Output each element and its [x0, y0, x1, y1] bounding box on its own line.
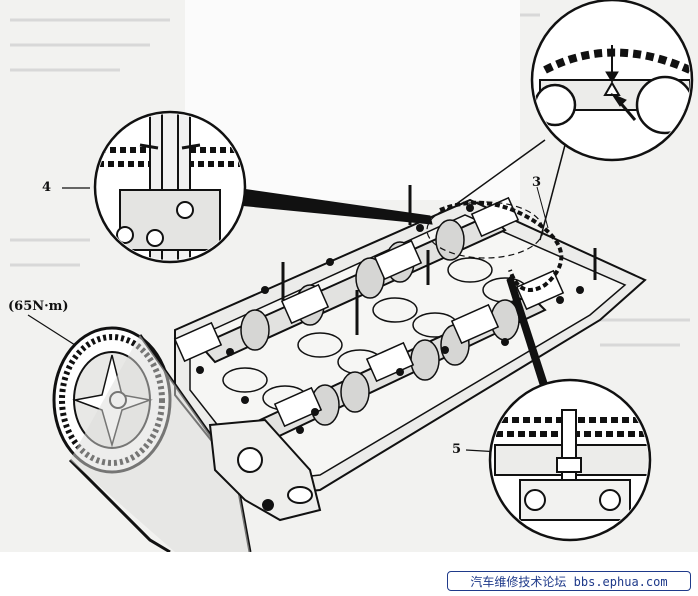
- front-housing: [208, 418, 322, 522]
- timing-chain: [439, 200, 564, 292]
- faded-text-lines: [10, 13, 690, 347]
- studs: [281, 185, 597, 335]
- torque-label: (65N·m): [8, 299, 69, 314]
- bolt-heads: [196, 204, 584, 434]
- detail-inset-5: [488, 378, 652, 542]
- callout-4: 4: [42, 180, 52, 195]
- forum-watermark: 汽车维修技术论坛 bbs.ephua.com: [447, 571, 691, 591]
- leader-lines: [27, 139, 566, 453]
- detail-inset-3: [530, 0, 694, 162]
- callout-3: 3: [532, 175, 542, 190]
- callout-5: 5: [452, 442, 462, 457]
- detail-inset-4: [93, 110, 247, 264]
